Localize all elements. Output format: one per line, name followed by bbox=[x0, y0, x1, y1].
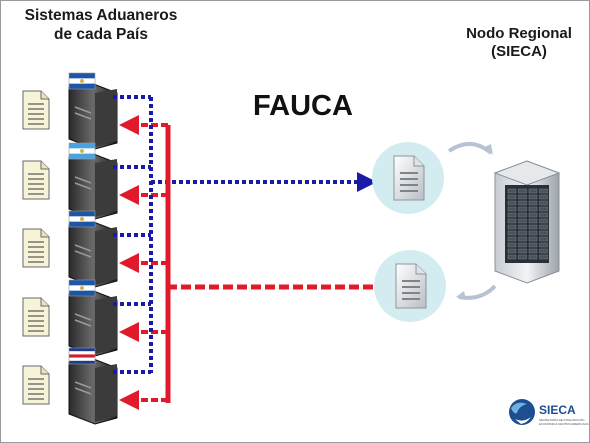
server-icon bbox=[68, 220, 118, 288]
flag-costa-rica bbox=[68, 347, 96, 365]
sieca-logo-text: SIECA bbox=[539, 403, 576, 417]
customs-systems-title-line1: Sistemas Aduaneros bbox=[24, 7, 178, 24]
regional-node-title-line2: (SIECA) bbox=[491, 43, 547, 60]
customs-systems-title-line2: de cada País bbox=[54, 25, 148, 43]
node-exchange-arrows bbox=[447, 142, 497, 300]
document-icon bbox=[22, 160, 50, 200]
country-system-guatemala bbox=[22, 142, 168, 220]
server-icon bbox=[68, 152, 118, 220]
sieca-logo-subtext: SECRETARÍA DE INTEGRACIÓN bbox=[539, 417, 584, 422]
document-icon bbox=[22, 297, 50, 337]
document-icon bbox=[22, 365, 50, 405]
document-icon bbox=[22, 90, 50, 130]
customs-systems-title: Sistemas Aduaneros de cada País bbox=[1, 7, 201, 44]
inbound-flow bbox=[165, 125, 373, 403]
outbound-flow bbox=[149, 97, 377, 373]
server-icon bbox=[68, 289, 118, 357]
country-system-costa-rica bbox=[22, 347, 168, 425]
country-systems bbox=[22, 72, 168, 425]
to-server-curve bbox=[447, 142, 493, 155]
document-icon bbox=[22, 228, 50, 268]
regional-node-title-line1: Nodo Regional bbox=[466, 25, 572, 42]
country-system-honduras bbox=[22, 210, 168, 288]
regional-server-icon bbox=[493, 160, 561, 284]
sieca-logo: SIECA SECRETARÍA DE INTEGRACIÓN ECONÓMIC… bbox=[509, 399, 589, 426]
server-icon bbox=[68, 82, 118, 150]
flag-nicaragua bbox=[68, 279, 96, 297]
server-icon bbox=[68, 357, 118, 425]
fauca-title: FAUCA bbox=[253, 90, 353, 122]
outbound-document-node bbox=[372, 142, 444, 214]
flag-honduras bbox=[68, 210, 96, 228]
country-system-el-salvador bbox=[22, 72, 168, 150]
flag-guatemala bbox=[68, 142, 96, 160]
flag-el-salvador bbox=[68, 72, 96, 90]
inbound-document-node bbox=[374, 250, 446, 322]
regional-node-title: Nodo Regional (SIECA) bbox=[449, 25, 589, 61]
sieca-logo-subtext-2: ECONÓMICA CENTROAMERICANA bbox=[539, 421, 589, 426]
country-system-nicaragua bbox=[22, 279, 168, 357]
